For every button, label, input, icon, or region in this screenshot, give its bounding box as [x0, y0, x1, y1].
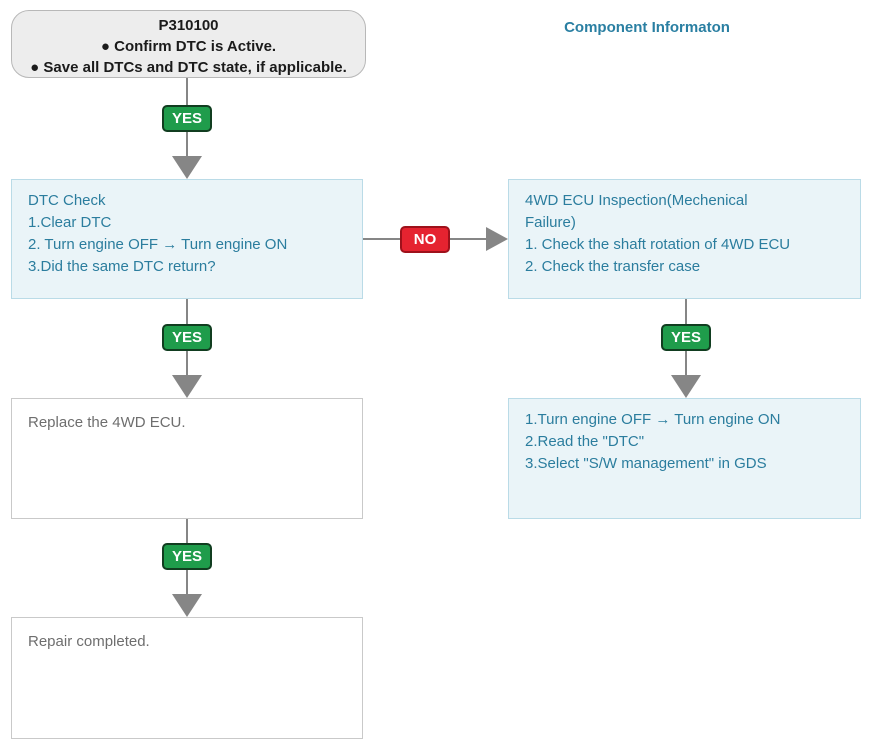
yes-badge-bottom: YES [162, 543, 212, 570]
yes-badge-top: YES [162, 105, 212, 132]
replace-ecu-box: Replace the 4WD ECU. [11, 398, 363, 519]
repair-completed-box: Repair completed. [11, 617, 363, 739]
gds-steps-box: 1.Turn engine OFF → Turn engine ON 2.Rea… [508, 398, 861, 519]
gds-step-1: 1.Turn engine OFF → Turn engine ON [525, 411, 781, 428]
start-bullet-1: ● Confirm DTC is Active. [100, 38, 277, 55]
gds-step-3: 3.Select "S/W management" in GDS [525, 455, 767, 472]
ecu-inspection-step-1: 1. Check the shaft rotation of 4WD ECU [525, 236, 791, 253]
start-node: P310100 ● Confirm DTC is Active. ● Save … [11, 10, 366, 78]
ecu-inspection-box: 4WD ECU Inspection(Mechenical Failure) 1… [508, 179, 861, 299]
arrow-down-icon [671, 375, 701, 398]
no-badge: NO [400, 226, 450, 253]
ecu-inspection-title: 4WD ECU Inspection(Mechenical Failure) [525, 192, 748, 231]
dtc-check-box: DTC Check 1.Clear DTC 2. Turn engine OFF… [11, 179, 363, 299]
page-title: Component Informaton [564, 19, 730, 36]
arrow-right-icon [486, 227, 508, 251]
arrow-down-icon [172, 375, 202, 398]
arrow-down-icon [172, 594, 202, 617]
replace-ecu-text: Replace the 4WD ECU. [28, 414, 186, 431]
dtc-check-step-1: 1.Clear DTC [28, 214, 112, 231]
dtc-code: P310100 [158, 17, 219, 34]
ecu-inspection-step-2: 2. Check the transfer case [525, 258, 701, 275]
arrow-down-icon [172, 156, 202, 179]
dtc-check-title: DTC Check [28, 192, 106, 209]
yes-badge-left-mid: YES [162, 324, 212, 351]
start-bullet-2: ● Save all DTCs and DTC state, if applic… [30, 59, 347, 76]
repair-completed-text: Repair completed. [28, 633, 150, 650]
dtc-check-step-2: 2. Turn engine OFF → Turn engine ON [28, 236, 288, 253]
yes-badge-right-mid: YES [661, 324, 711, 351]
dtc-check-step-3: 3.Did the same DTC return? [28, 258, 216, 275]
gds-step-2: 2.Read the "DTC" [525, 433, 645, 450]
